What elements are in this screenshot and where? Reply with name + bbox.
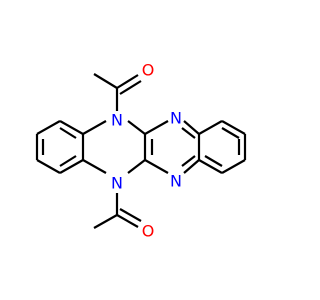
bonds bbox=[35, 73, 247, 229]
atom-labels: N N N N O O bbox=[111, 61, 182, 241]
bond bbox=[36, 120, 61, 135]
bond-double-inner bbox=[181, 155, 196, 167]
bond bbox=[183, 120, 200, 135]
bond bbox=[93, 73, 118, 89]
bond bbox=[198, 120, 223, 135]
bond bbox=[93, 214, 118, 229]
bond bbox=[221, 159, 246, 174]
oxygen-atom-top: O bbox=[142, 61, 155, 80]
bond-double-inner bbox=[59, 155, 77, 167]
nitrogen-atom-bottom: N bbox=[111, 174, 123, 193]
bond bbox=[119, 208, 142, 222]
bond bbox=[144, 159, 169, 174]
bond bbox=[82, 120, 107, 135]
bond-double-inner bbox=[221, 127, 240, 139]
nitrogen-atom-right-top: N bbox=[170, 109, 182, 128]
bond bbox=[127, 159, 146, 174]
bond bbox=[144, 120, 169, 135]
nitrogen-atom-right-bottom: N bbox=[170, 172, 182, 191]
bond bbox=[119, 80, 142, 95]
bond bbox=[116, 214, 139, 228]
bond bbox=[59, 120, 84, 135]
bond bbox=[183, 159, 200, 174]
bond bbox=[36, 159, 61, 174]
bond bbox=[82, 159, 107, 174]
bond bbox=[127, 120, 146, 135]
oxygen-atom-bottom: O bbox=[142, 222, 155, 241]
bond bbox=[221, 120, 246, 135]
bond bbox=[116, 74, 139, 89]
molecule-structure: N N N N O O bbox=[35, 61, 247, 241]
nitrogen-atom-top: N bbox=[111, 111, 123, 130]
bond-double-inner bbox=[204, 155, 223, 167]
bond bbox=[59, 159, 84, 174]
bond bbox=[198, 159, 223, 174]
bond-double-inner bbox=[59, 127, 77, 139]
bond-double-inner bbox=[181, 127, 196, 139]
